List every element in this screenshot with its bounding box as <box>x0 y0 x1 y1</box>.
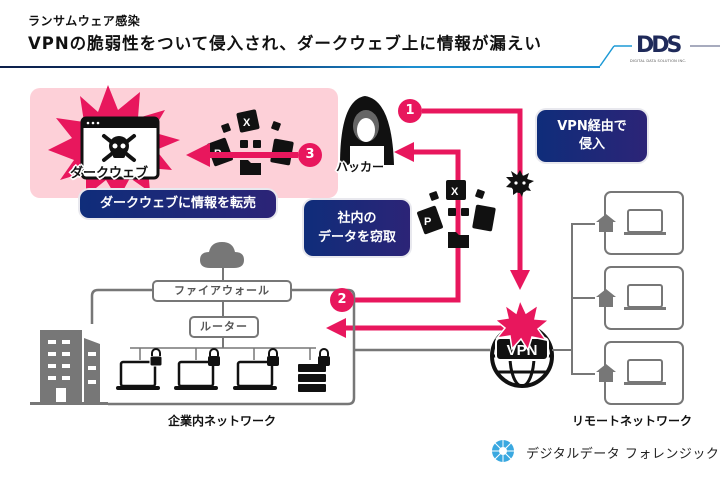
remote-network-label: リモートネットワーク <box>572 414 693 428</box>
corporate-laptop-3 <box>233 348 279 390</box>
footer-brand: デジタルデータ フォレンジック <box>526 447 720 462</box>
remote-site-2 <box>596 266 684 330</box>
svg-text:X: X <box>451 186 459 198</box>
vpn-intrusion-line-1: VPN経由で <box>557 119 627 134</box>
vpn-intrusion-line-2: 侵入 <box>578 137 605 152</box>
data-theft-line-1: 社内の <box>337 211 377 226</box>
header-logo-lines <box>412 45 720 68</box>
step-1-arrow <box>422 108 530 290</box>
dark-web-resale-callout: ダークウェブに情報を転売 <box>80 190 276 218</box>
dds-logo: DDS <box>636 33 682 58</box>
hacker-icon <box>340 96 394 168</box>
office-building-icon <box>30 330 108 405</box>
cloud-icon <box>200 242 244 268</box>
vpn-intrusion-callout: VPN経由で 侵入 <box>537 110 647 162</box>
header-divider <box>0 66 412 68</box>
router-box: ルーター <box>189 316 259 338</box>
data-theft-line-2: データを窃取 <box>317 230 396 245</box>
hacker-label: ハッカー <box>336 160 385 174</box>
data-theft-callout: 社内の データを窃取 <box>304 200 410 256</box>
step-3-badge: 3 <box>298 143 322 167</box>
page-title: VPNの脆弱性をついて侵入され、ダークウェブ上に情報が漏えい <box>28 34 542 53</box>
stolen-files-icon-cluster-2: X P <box>417 180 496 248</box>
svg-text:X: X <box>243 117 251 129</box>
skull-crossbones-icon <box>102 134 136 162</box>
firewall-box: ファイアウォール <box>152 280 292 302</box>
corporate-network-label: 企業内ネットワーク <box>168 414 277 428</box>
corporate-server-icon <box>298 348 330 392</box>
dark-web-label: ダークウェブ <box>70 166 149 181</box>
page-subtitle: ランサムウェア感染 <box>28 14 141 28</box>
corporate-laptop-1 <box>116 348 163 390</box>
corporate-network-outline <box>90 288 356 406</box>
malware-virus-icon <box>506 170 534 197</box>
remote-site-1 <box>596 191 684 255</box>
step-2-badge: 2 <box>330 288 354 312</box>
dds-sunburst-logo-icon <box>492 440 514 462</box>
remote-network-lines <box>552 223 595 375</box>
vpn-breach-burst <box>493 297 551 352</box>
svg-text:P: P <box>424 216 431 228</box>
remote-site-3 <box>596 341 684 405</box>
corporate-laptop-2 <box>174 348 220 390</box>
dds-logo-subtext: DIGITAL DATA SOLUTION INC. <box>630 59 687 63</box>
step-1-badge: 1 <box>398 99 422 123</box>
step-2-return-arrow <box>350 142 461 303</box>
